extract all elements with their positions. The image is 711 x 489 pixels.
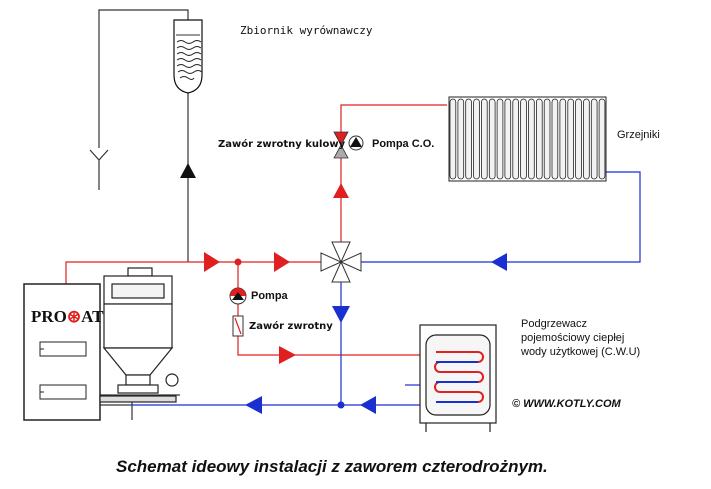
radiator-fin <box>536 98 543 180</box>
boiler-brand: PRO⊛AT <box>31 307 104 326</box>
radiator-fin <box>590 98 598 180</box>
boiler: PRO⊛AT <box>23 283 104 421</box>
pump-icon <box>229 287 247 305</box>
radiator-fin <box>559 98 567 180</box>
check-valve-icon <box>232 315 244 337</box>
water-heater-icon <box>419 324 497 432</box>
radiator-fin <box>496 98 504 180</box>
four-way-valve-icon <box>320 241 362 283</box>
radiator-fin <box>457 98 465 180</box>
flow-arrow-red-2 <box>274 252 290 272</box>
radiator-fin <box>583 98 590 180</box>
radiator-fin <box>528 98 535 180</box>
boiler-return-stub <box>100 394 180 420</box>
radiator-fin <box>473 98 480 180</box>
flow-arrow-blue-down <box>332 306 350 323</box>
website-label: © WWW.KOTLY.COM <box>512 398 622 410</box>
radiator-fin <box>488 98 496 180</box>
ball-check-valve-label: Zawór zwrotny kulowy <box>218 138 346 150</box>
radiator-fin <box>504 98 512 180</box>
check-valve-label: Zawór zwrotny <box>249 320 333 332</box>
pump-co-label: Pompa C.O. <box>372 138 434 150</box>
flow-arrow-red-1 <box>204 252 220 272</box>
fuel-feeder <box>99 267 179 403</box>
diagram-caption: Schemat ideowy instalacji z zaworem czte… <box>116 457 548 476</box>
radiator-fin <box>465 98 472 180</box>
junction-dot-blue <box>337 401 345 409</box>
heater-label-line1: Podgrzewacz <box>521 318 587 330</box>
pump-label: Pompa <box>251 290 289 302</box>
expansion-tank <box>173 19 203 94</box>
radiator-fin <box>449 98 457 180</box>
expansion-tank-label: Zbiornik wyrównawczy <box>240 24 373 37</box>
radiator-fin <box>551 98 559 180</box>
flow-arrow-up-black <box>180 163 196 178</box>
radiator-fin <box>567 98 574 180</box>
ball-check-valve-icon <box>333 131 349 159</box>
radiators-label: Grzejniki <box>617 129 660 141</box>
flow-arrow-blue-3 <box>245 396 262 414</box>
pump-co-icon <box>348 135 364 151</box>
heater-label-line3: wody użytkowej (C.W.U) <box>520 346 640 358</box>
flow-arrow-blue-1 <box>491 253 507 271</box>
radiator-fin <box>543 98 551 180</box>
flow-arrow-red-up <box>333 183 349 198</box>
return-pipes <box>130 171 641 406</box>
heater-label-line2: pojemościowy ciepłej <box>521 332 624 344</box>
junction-dot-red <box>234 258 242 266</box>
expansion-pipes <box>89 9 189 262</box>
flow-arrows <box>180 163 507 414</box>
radiator-fin <box>575 98 582 180</box>
flow-arrow-red-3 <box>279 346 296 364</box>
radiator-fin <box>512 98 519 180</box>
radiator-fin <box>480 98 488 180</box>
radiator-fin <box>520 98 527 180</box>
flow-arrow-blue-2 <box>360 396 376 414</box>
radiator-fin <box>598 98 606 180</box>
radiator-icon <box>448 96 607 182</box>
